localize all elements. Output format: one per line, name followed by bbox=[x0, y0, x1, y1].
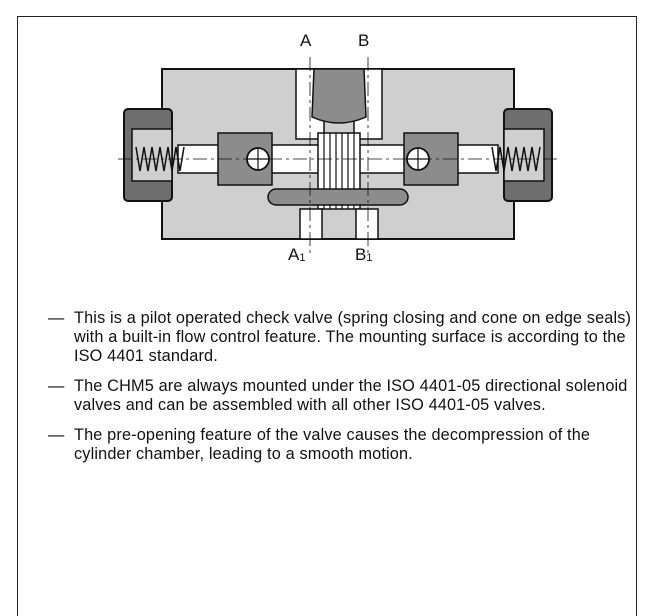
port-a1-label: A1 bbox=[288, 245, 306, 264]
port-b-label: B bbox=[358, 31, 370, 50]
left-spring bbox=[135, 146, 185, 172]
bullet-text: The CHM5 are always mounted under the IS… bbox=[74, 377, 628, 414]
bullet-dash: — bbox=[48, 426, 65, 444]
valve-section-diagram: A B A1 B1 bbox=[118, 31, 558, 287]
list-item: — The pre-opening feature of the valve c… bbox=[48, 426, 648, 464]
list-item: — This is a pilot operated check valve (… bbox=[48, 309, 648, 366]
bullet-dash: — bbox=[48, 377, 65, 395]
port-b1-passage bbox=[355, 208, 379, 240]
port-a1-passage bbox=[299, 208, 323, 240]
list-item: — The CHM5 are always mounted under the … bbox=[48, 377, 648, 415]
port-b1-subscript: 1 bbox=[366, 252, 373, 264]
port-a-label: A bbox=[300, 31, 312, 50]
bullet-text: The pre-opening feature of the valve cau… bbox=[74, 426, 591, 463]
bullet-dash: — bbox=[48, 309, 65, 327]
description-list: — This is a pilot operated check valve (… bbox=[48, 309, 648, 475]
right-spring bbox=[491, 146, 541, 172]
bullet-text: This is a pilot operated check valve (sp… bbox=[74, 309, 632, 365]
valve-drawing bbox=[118, 57, 558, 257]
port-b1-label: B1 bbox=[355, 245, 373, 264]
lower-gallery bbox=[267, 188, 409, 206]
port-a1-subscript: 1 bbox=[299, 252, 306, 264]
page-frame: A B A1 B1 — This is a pilot operated che… bbox=[17, 16, 637, 616]
